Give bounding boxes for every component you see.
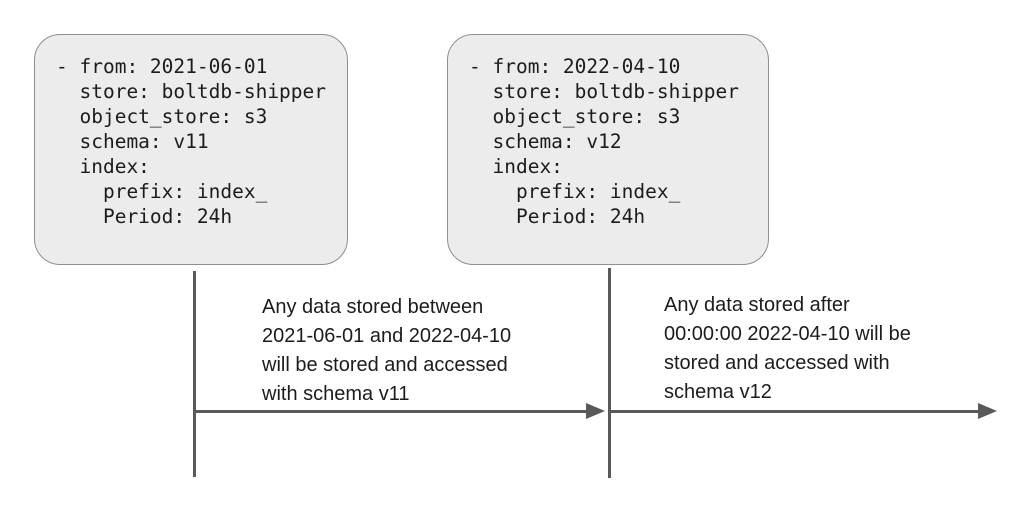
timeline-tick-2021-06-01 — [193, 271, 196, 477]
schema-v11-config-code: - from: 2021-06-01 store: boltdb-shipper… — [56, 55, 327, 228]
arrowhead-segment-v12-icon — [978, 403, 997, 419]
annotation-schema-v12: Any data stored after 00:00:00 2022-04-1… — [664, 294, 911, 403]
schema-v12-config-box: - from: 2022-04-10 store: boltdb-shipper… — [447, 34, 769, 265]
arrowhead-segment-v11-icon — [586, 403, 605, 419]
schema-v11-config-box: - from: 2021-06-01 store: boltdb-shipper… — [34, 34, 348, 265]
timeline-segment-v12 — [611, 410, 979, 413]
annotation-schema-v11: Any data stored between 2021-06-01 and 2… — [262, 296, 512, 405]
timeline-tick-2022-04-10 — [608, 268, 611, 478]
timeline-segment-v11 — [195, 410, 586, 413]
schema-v12-config-code: - from: 2022-04-10 store: boltdb-shipper… — [469, 55, 740, 228]
